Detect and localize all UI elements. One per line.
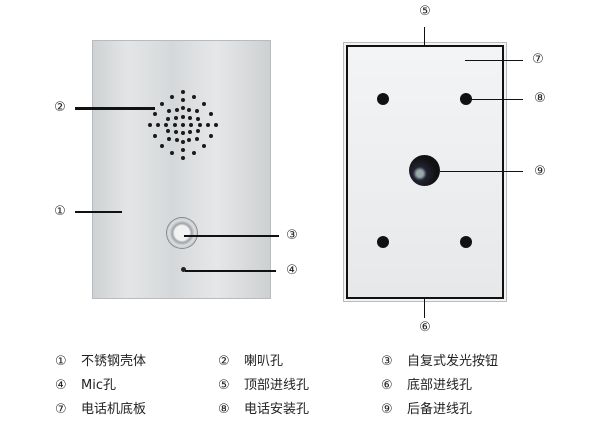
speaker-hole <box>181 98 185 103</box>
speaker-hole <box>166 129 171 134</box>
leader-line-6 <box>424 299 425 318</box>
leader-line-7 <box>465 60 523 61</box>
callout-5: ⑤ <box>419 4 431 19</box>
speaker-hole <box>195 137 200 142</box>
speaker-hole <box>181 131 185 136</box>
speaker-hole <box>164 123 169 127</box>
leader-line-1 <box>75 211 122 213</box>
leader-line-5 <box>424 27 425 45</box>
leader-line-8 <box>468 99 523 100</box>
legend-label: 顶部进线孔 <box>244 378 310 393</box>
speaker-hole <box>197 123 202 127</box>
legend-label: 自复式发光按钮 <box>407 354 499 369</box>
mounting-hole <box>460 236 472 248</box>
legend-label: 电话安装孔 <box>244 402 310 417</box>
legend-item: ③ 自复式发光按钮 <box>381 354 498 370</box>
speaker-hole <box>153 111 158 116</box>
speaker-hole <box>181 156 185 161</box>
speaker-hole <box>181 123 185 127</box>
legend-number: ⑥ <box>381 378 393 393</box>
legend-number: ② <box>218 354 230 369</box>
speaker-hole <box>159 101 164 106</box>
legend-item: ⑤ 顶部进线孔 <box>218 378 309 394</box>
speaker-hole <box>181 139 185 144</box>
callout-6: ⑥ <box>419 320 431 335</box>
legend-number: ③ <box>381 354 393 369</box>
speaker-hole <box>153 134 158 139</box>
legend-item: ⑧ 电话安装孔 <box>218 402 309 418</box>
speaker-hole <box>169 150 174 155</box>
speaker-hole <box>188 115 193 120</box>
speaker-hole <box>166 116 171 121</box>
legend-item: ② 喇叭孔 <box>218 354 283 370</box>
illuminated-push-button <box>167 218 197 248</box>
mic-hole <box>181 267 186 272</box>
legend-item: ④ Mic孔 <box>55 378 116 394</box>
callout-2: ② <box>54 100 66 115</box>
legend-number: ① <box>55 354 67 369</box>
mounting-hole <box>377 236 389 248</box>
legend-label: 底部进线孔 <box>407 378 473 393</box>
mounting-hole <box>460 93 472 105</box>
speaker-hole <box>208 134 213 139</box>
leader-line-3 <box>184 235 279 237</box>
speaker-hole <box>205 123 210 127</box>
speaker-hole <box>173 130 178 135</box>
legend-item: ⑨ 后备进线孔 <box>381 402 472 418</box>
speaker-hole <box>173 115 178 120</box>
legend-number: ④ <box>55 378 67 393</box>
legend-number: ⑦ <box>55 402 67 417</box>
speaker-hole <box>159 144 164 149</box>
speaker-hole <box>195 116 200 121</box>
legend-item: ⑥ 底部进线孔 <box>381 378 472 394</box>
legend-item: ① 不锈钢壳体 <box>55 354 146 370</box>
callout-8: ⑧ <box>534 91 546 106</box>
legend-number: ⑤ <box>218 378 230 393</box>
legend-label: 后备进线孔 <box>407 402 473 417</box>
speaker-hole <box>192 95 197 100</box>
speaker-hole <box>166 137 171 142</box>
stainless-steel-front-panel <box>92 40 271 299</box>
speaker-hole <box>195 129 200 134</box>
speaker-hole <box>174 137 179 142</box>
legend-number: ⑨ <box>381 402 393 417</box>
speaker-hole <box>214 123 219 127</box>
speaker-hole <box>187 137 192 142</box>
legend-label: 不锈钢壳体 <box>81 354 147 369</box>
speaker-hole <box>181 114 185 119</box>
leader-line-9 <box>440 171 523 172</box>
speaker-hole <box>169 95 174 100</box>
speaker-hole <box>208 111 213 116</box>
speaker-hole <box>192 150 197 155</box>
speaker-hole <box>156 123 161 127</box>
leader-line-4 <box>185 270 276 272</box>
mounting-hole <box>377 93 389 105</box>
callout-9: ⑨ <box>534 164 546 179</box>
leader-line-2 <box>75 107 155 110</box>
speaker-hole <box>188 130 193 135</box>
speaker-hole <box>174 108 179 113</box>
speaker-hole <box>187 108 192 113</box>
callout-4: ④ <box>286 263 298 278</box>
callout-3: ③ <box>286 228 298 243</box>
speaker-hole <box>202 144 207 149</box>
legend-label: 电话机底板 <box>81 402 147 417</box>
legend-item: ⑦ 电话机底板 <box>55 402 146 418</box>
speaker-hole <box>181 89 185 94</box>
legend-label: Mic孔 <box>81 378 116 393</box>
speaker-hole <box>189 123 194 127</box>
speaker-hole <box>195 108 200 113</box>
speaker-hole <box>147 123 152 127</box>
speaker-hole <box>166 108 171 113</box>
backup-cable-hole <box>409 155 440 186</box>
legend-label: 喇叭孔 <box>244 354 284 369</box>
speaker-hole <box>202 101 207 106</box>
callout-1: ① <box>54 204 66 219</box>
speaker-hole <box>181 147 185 152</box>
callout-7: ⑦ <box>532 52 544 67</box>
speaker-hole <box>181 106 185 111</box>
speaker-hole <box>172 123 177 127</box>
legend-number: ⑧ <box>218 402 230 417</box>
